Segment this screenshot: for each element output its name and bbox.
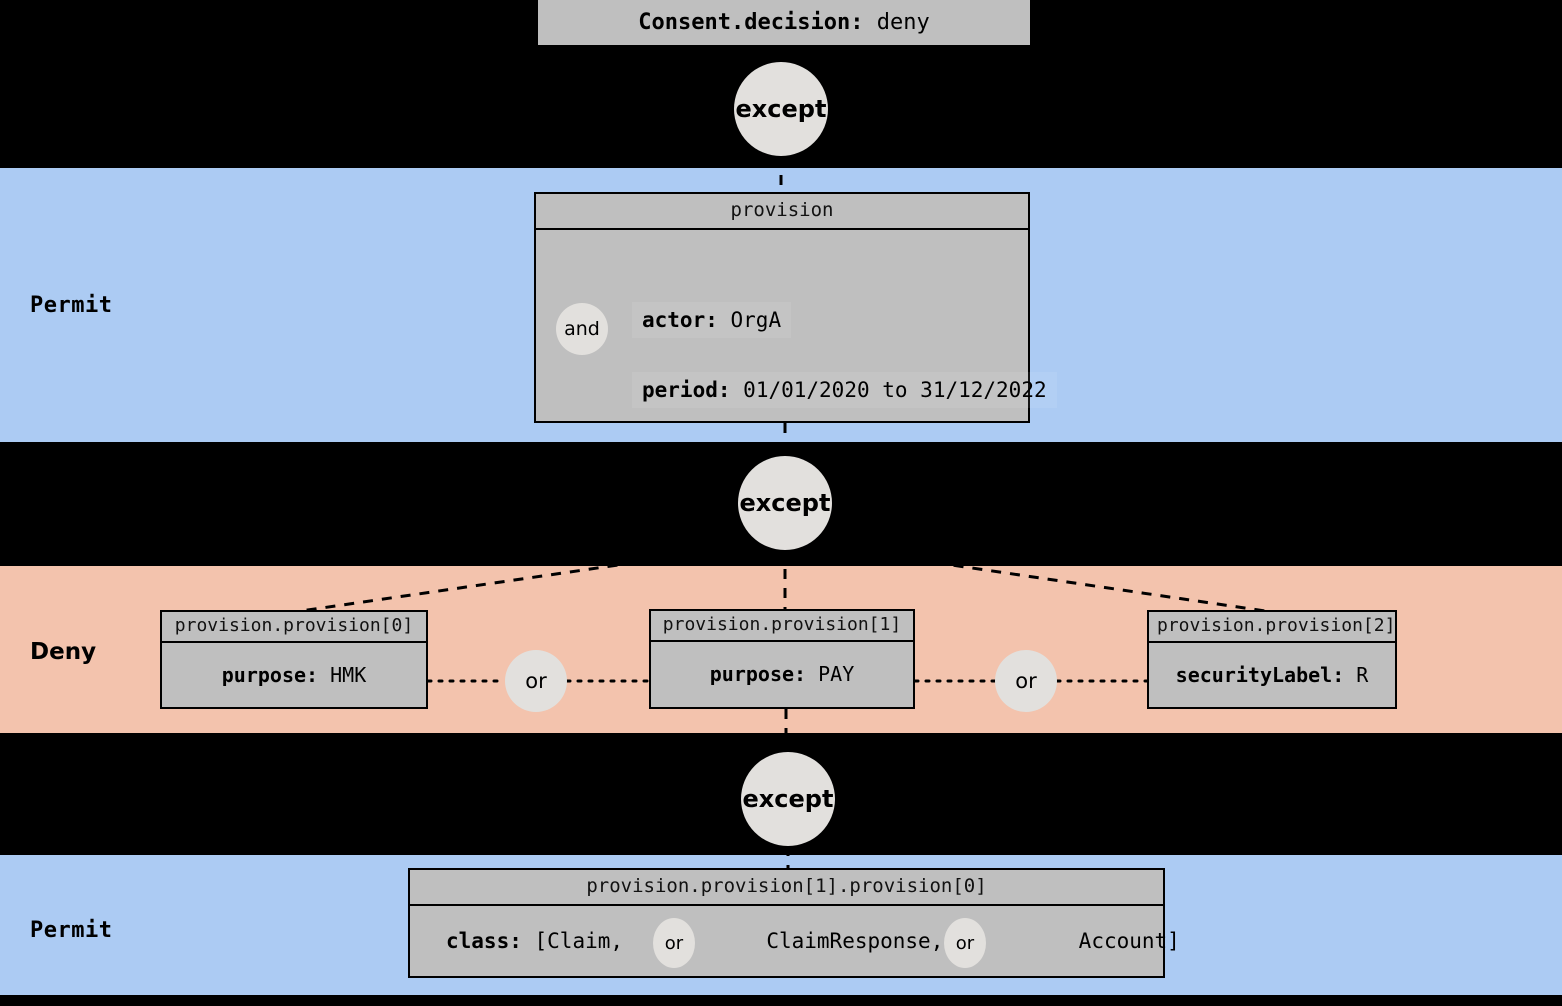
provision-row-actor[interactable]: actor: OrgA bbox=[632, 302, 792, 338]
deny-node-2-header: provision.provision[2] bbox=[1149, 612, 1395, 643]
provision-node-body: actor: OrgA period: 01/01/2020 to 31/12/… bbox=[536, 230, 1057, 421]
deny-node-0-key: purpose: bbox=[221, 663, 319, 687]
deny-node-0-text: purpose: HMK bbox=[222, 663, 367, 687]
root-decision-value: deny bbox=[876, 10, 930, 35]
class-node-open: [Claim, bbox=[534, 929, 624, 953]
class-node-body: class: [Claim, ClaimResponse, Account] bbox=[410, 906, 1180, 976]
class-node-key: class: bbox=[446, 929, 522, 953]
provision-period-value: 01/01/2020 to 31/12/2022 bbox=[743, 378, 1047, 402]
deny-node-2-key: securityLabel: bbox=[1175, 663, 1345, 687]
operator-or-class-right[interactable]: or bbox=[944, 918, 986, 968]
class-node-close: Account] bbox=[1078, 929, 1180, 953]
deny-node-1-key: purpose: bbox=[709, 662, 807, 686]
provision-node[interactable]: provision actor: OrgA period: 01/01/2020… bbox=[534, 192, 1057, 423]
deny-node-provision-2[interactable]: provision.provision[2] securityLabel: R bbox=[1147, 610, 1397, 709]
provision-period-key: period: bbox=[642, 378, 731, 402]
deny-node-0-value: HMK bbox=[330, 663, 367, 687]
deny-node-provision-1[interactable]: provision.provision[1] purpose: PAY bbox=[649, 609, 915, 709]
deny-node-1-value: PAY bbox=[818, 662, 855, 686]
operator-and-provision[interactable]: and bbox=[556, 303, 608, 355]
root-decision-box[interactable]: Consent.decision: deny bbox=[538, 0, 1030, 45]
operator-or-class-left[interactable]: or bbox=[653, 918, 695, 968]
class-node[interactable]: provision.provision[1].provision[0] clas… bbox=[408, 868, 1180, 978]
deny-node-2-text: securityLabel: R bbox=[1176, 663, 1369, 687]
operator-or-deny-right[interactable]: or bbox=[995, 650, 1057, 712]
provision-row-period[interactable]: period: 01/01/2020 to 31/12/2022 bbox=[632, 372, 1057, 408]
deny-node-2-value: R bbox=[1356, 663, 1369, 687]
class-node-middle: ClaimResponse, bbox=[766, 929, 944, 953]
provision-actor-value: OrgA bbox=[730, 308, 782, 332]
deny-node-provision-0[interactable]: provision.provision[0] purpose: HMK bbox=[160, 610, 428, 709]
provision-node-header: provision bbox=[536, 194, 1028, 230]
deny-node-2-body: securityLabel: R bbox=[1149, 643, 1395, 707]
deny-node-1-body: purpose: PAY bbox=[651, 642, 913, 706]
operator-except-3[interactable]: except bbox=[741, 752, 835, 846]
root-decision-text: Consent.decision: deny bbox=[638, 10, 929, 35]
deny-node-1-header: provision.provision[1] bbox=[651, 611, 913, 642]
deny-node-0-body: purpose: HMK bbox=[162, 643, 426, 707]
band-label-deny: Deny bbox=[30, 639, 97, 665]
band-label-permit-top: Permit bbox=[30, 293, 113, 318]
deny-node-1-text: purpose: PAY bbox=[710, 662, 855, 686]
operator-or-deny-left[interactable]: or bbox=[505, 650, 567, 712]
operator-except-1[interactable]: except bbox=[734, 62, 828, 156]
class-node-header: provision.provision[1].provision[0] bbox=[410, 870, 1163, 906]
deny-node-0-header: provision.provision[0] bbox=[162, 612, 426, 643]
class-node-text: class: [Claim, ClaimResponse, Account] bbox=[446, 929, 1180, 953]
provision-actor-key: actor: bbox=[642, 308, 718, 332]
band-label-permit-bottom: Permit bbox=[30, 918, 113, 943]
root-decision-key: Consent.decision: bbox=[638, 10, 864, 35]
operator-except-2[interactable]: except bbox=[738, 456, 832, 550]
